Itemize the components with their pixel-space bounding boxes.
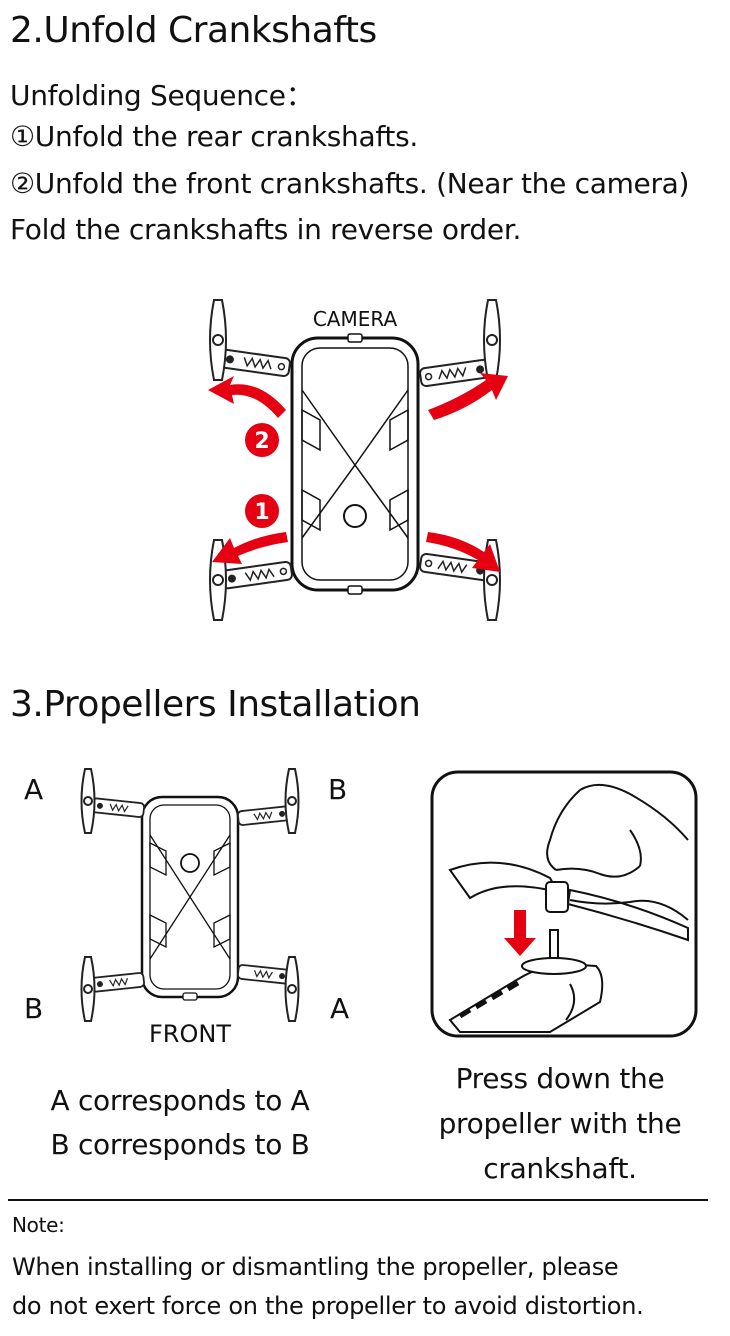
arm-front-right	[418, 299, 501, 388]
label-top-left: A	[24, 773, 44, 806]
correspondence-b: B corresponds to B	[50, 1128, 310, 1161]
press-line-3: crankshaft.	[483, 1152, 637, 1185]
unfold-arrows	[208, 373, 508, 572]
note-label: Note:	[12, 1213, 65, 1237]
hand-icon	[546, 783, 689, 921]
press-line-1: Press down the	[455, 1062, 665, 1095]
unfolding-sequence-label: Unfolding Sequence：	[10, 79, 314, 112]
propeller-orientation-diagram	[80, 768, 300, 1022]
svg-text:2: 2	[254, 429, 269, 454]
unfold-diagram: CAMERA 2	[208, 299, 508, 621]
step-2-text: ②Unfold the front crankshafts. (Near the…	[10, 167, 690, 200]
arm-front-left	[209, 299, 292, 381]
note-divider	[8, 1199, 708, 1201]
label-bottom-left: B	[24, 992, 44, 1025]
step-2-badge: 2	[245, 423, 279, 457]
step-1-badge: 1	[245, 494, 279, 528]
step-1-text: ①Unfold the rear crankshafts.	[10, 120, 418, 153]
section-2-title: 2.Unfold Crankshafts	[10, 10, 377, 51]
camera-label: CAMERA	[313, 307, 398, 331]
correspondence-a: A corresponds to A	[50, 1084, 310, 1117]
note-line-1: When installing or dismantling the prope…	[12, 1253, 619, 1281]
note-line-2: do not exert force on the propeller to a…	[12, 1292, 644, 1320]
fold-note-text: Fold the crankshafts in reverse order.	[10, 213, 522, 246]
drone-body-2	[140, 795, 240, 1001]
label-bottom-right: A	[330, 992, 350, 1025]
press-down-illustration	[430, 770, 698, 1038]
svg-text:1: 1	[254, 500, 269, 525]
motor-arm-icon	[448, 957, 604, 1033]
down-arrow-icon	[504, 910, 536, 956]
section-3-title: 3.Propellers Installation	[10, 684, 421, 725]
drone-body	[290, 333, 420, 595]
front-label: FRONT	[149, 1020, 231, 1048]
label-top-right: B	[328, 773, 348, 806]
press-line-2: propeller with the	[438, 1107, 682, 1140]
